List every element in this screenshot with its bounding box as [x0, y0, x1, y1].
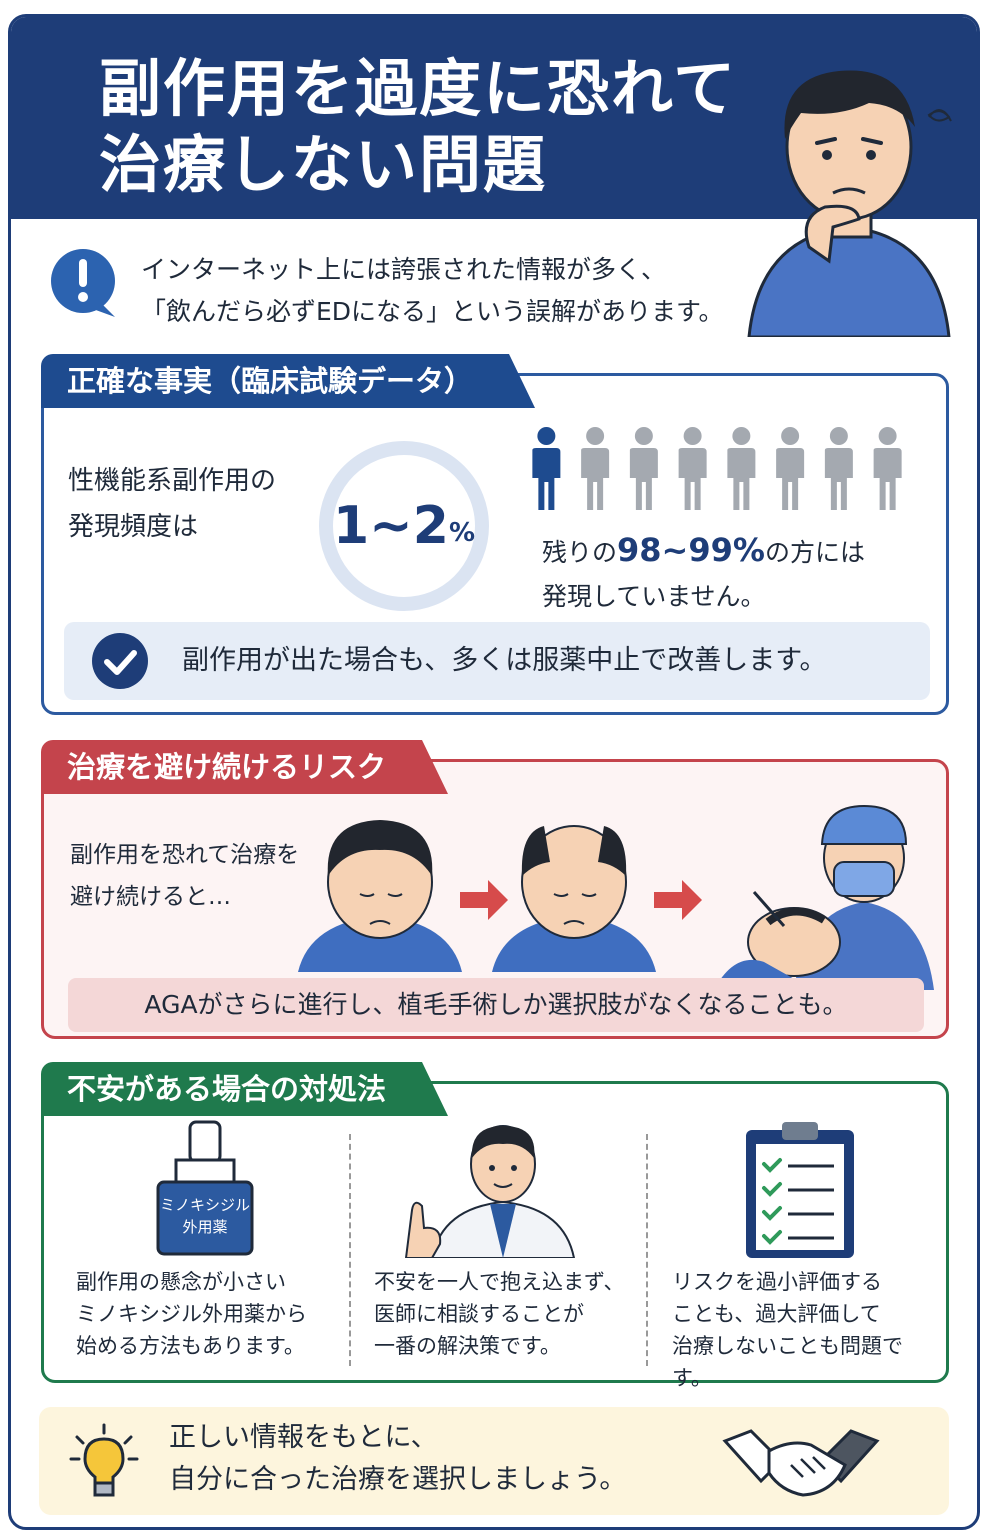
coping-item-doctor: 不安を一人で抱え込まず、 医師に相談することが 一番の解決策です。 [362, 1118, 644, 1378]
person-unaffected-icon [727, 427, 756, 510]
person-unaffected-icon [873, 427, 902, 510]
facts-right-highlight: 98~99% [617, 531, 765, 569]
clipboard-checklist-icon [746, 1122, 854, 1258]
worried-man-illustration [747, 70, 952, 337]
coping-item-3-line-1: リスクを過小評価する [672, 1270, 882, 1294]
coping-item-1-line-1: 副作用の懸念が小さい [76, 1270, 286, 1294]
facts-left-line-2: 発現頻度は [68, 512, 199, 542]
intro-line-2: 「飲んだら必ずEDになる」という誤解があります。 [141, 297, 724, 326]
check-circle-icon [92, 633, 148, 689]
risk-tab: 治療を避け続けるリスク [41, 740, 449, 794]
coping-item-3-line-2: ことも、過大評価して [672, 1302, 881, 1326]
coping-item-2-line-2: 医師に相談することが [374, 1302, 584, 1326]
facts-right-line-2: 発現していません。 [542, 582, 766, 611]
page-title: 副作用を過度に恐れて 治療しない問題 [99, 51, 737, 203]
column-divider [349, 1134, 351, 1366]
facts-right-text: 残りの98~99%の方には 発現していません。 [542, 528, 865, 619]
people-pictogram [532, 427, 902, 510]
bottom-message: 正しい情報をもとに、 自分に合った治療を選択しましょう。 [39, 1407, 949, 1515]
title-line-1: 副作用を過度に恐れて [99, 52, 738, 125]
title-line-2: 治療しない問題 [99, 128, 548, 201]
facts-right-pre: 残りの [542, 538, 618, 567]
facts-section: 正確な事実（臨床試験データ） 性機能系副作用の 発現頻度は 1~2% 残りの98… [41, 354, 949, 715]
coping-item-minoxidil: ミノキシジル 外用薬 副作用の懸念が小さい ミノキシジル外用薬から 始める方法も… [64, 1118, 346, 1378]
person-unaffected-icon [776, 427, 805, 510]
bottom-line-2: 自分に合った治療を選択しましょう。 [169, 1464, 627, 1495]
coping-tab: 不安がある場合の対処法 [41, 1062, 449, 1116]
bottom-line-1: 正しい情報をもとに、 [169, 1422, 438, 1453]
coping-item-text: 副作用の懸念が小さい ミノキシジル外用薬から 始める方法もあります。 [76, 1266, 307, 1362]
bottle-label-line-2: 外用薬 [182, 1218, 227, 1236]
intro-line-1: インターネット上には誇張された情報が多く、 [141, 255, 667, 284]
person-unaffected-icon [581, 427, 610, 510]
handshake-icon [722, 1429, 880, 1497]
percent-ring [319, 441, 489, 611]
risk-left-text: 副作用を恐れて治療を 避け続けると… [70, 834, 299, 918]
facts-note-text: 副作用が出た場合も、多くは服薬中止で改善します。 [182, 645, 827, 676]
coping-item-checklist: リスクを過小評価する ことも、過大評価して 治療しないことも問題です。 [660, 1118, 942, 1390]
lightbulb-icon [69, 1423, 139, 1497]
coping-item-1-line-2: ミノキシジル外用薬から [76, 1302, 307, 1326]
percent-number: 1~2 [333, 496, 449, 556]
facts-left-text: 性機能系副作用の 発現頻度は [68, 458, 276, 550]
coping-item-1-line-3: 始める方法もあります。 [76, 1334, 305, 1358]
risk-section: 治療を避け続けるリスク 副作用を恐れて治療を 避け続けると… [41, 740, 949, 1039]
facts-note: 副作用が出た場合も、多くは服薬中止で改善します。 [64, 622, 930, 700]
facts-tab: 正確な事実（臨床試験データ） [41, 354, 536, 408]
arrow-right-icon-2 [654, 880, 702, 920]
coping-section: 不安がある場合の対処法 ミノキシジル 外用薬 副作用の懸念が小さい ミノキシジル… [41, 1062, 949, 1390]
minoxidil-bottle-icon: ミノキシジル 外用薬 [156, 1120, 254, 1256]
person-affected-icon [532, 427, 561, 510]
risk-note: AGAがさらに進行し、植毛手術しか選択肢がなくなることも。 [68, 978, 924, 1032]
hair-loss-progression-illustration [298, 804, 934, 990]
hair-transplant-surgery-icon [714, 804, 934, 990]
head-thinning-hair-icon [492, 825, 656, 972]
coping-item-3-line-3: 治療しないことも問題です。 [672, 1334, 903, 1390]
bottle-label-line-1: ミノキシジル [160, 1196, 250, 1214]
coping-item-text: リスクを過小評価する ことも、過大評価して 治療しないことも問題です。 [672, 1266, 942, 1394]
bottom-text: 正しい情報をもとに、 自分に合った治療を選択しましょう。 [169, 1417, 626, 1501]
arrow-right-icon [460, 880, 508, 920]
risk-left-line-1: 副作用を恐れて治療を [70, 842, 300, 868]
facts-right-post: の方には [764, 538, 865, 567]
person-unaffected-icon [678, 427, 707, 510]
risk-left-line-2: 避け続けると… [70, 884, 231, 910]
percent-unit: % [448, 518, 475, 548]
person-unaffected-icon [629, 427, 658, 510]
exclamation-bubble-icon [51, 249, 115, 317]
column-divider [646, 1134, 648, 1366]
intro-text: インターネット上には誇張された情報が多く、 「飲んだら必ずEDになる」という誤解… [141, 249, 724, 333]
infographic-frame: 副作用を過度に恐れて 治療しない問題 インターネット上には誇張された情報が多く、… [8, 14, 980, 1530]
percent-value: 1~2% [316, 438, 492, 614]
doctor-pointing-icon [404, 1125, 576, 1258]
facts-left-line-1: 性機能系副作用の [68, 466, 277, 496]
person-unaffected-icon [824, 427, 853, 510]
coping-item-2-line-1: 不安を一人で抱え込まず、 [374, 1270, 625, 1294]
coping-item-2-line-3: 一番の解決策です。 [374, 1334, 561, 1358]
coping-item-text: 不安を一人で抱え込まず、 医師に相談することが 一番の解決策です。 [374, 1266, 625, 1362]
head-full-hair-icon [298, 820, 462, 972]
